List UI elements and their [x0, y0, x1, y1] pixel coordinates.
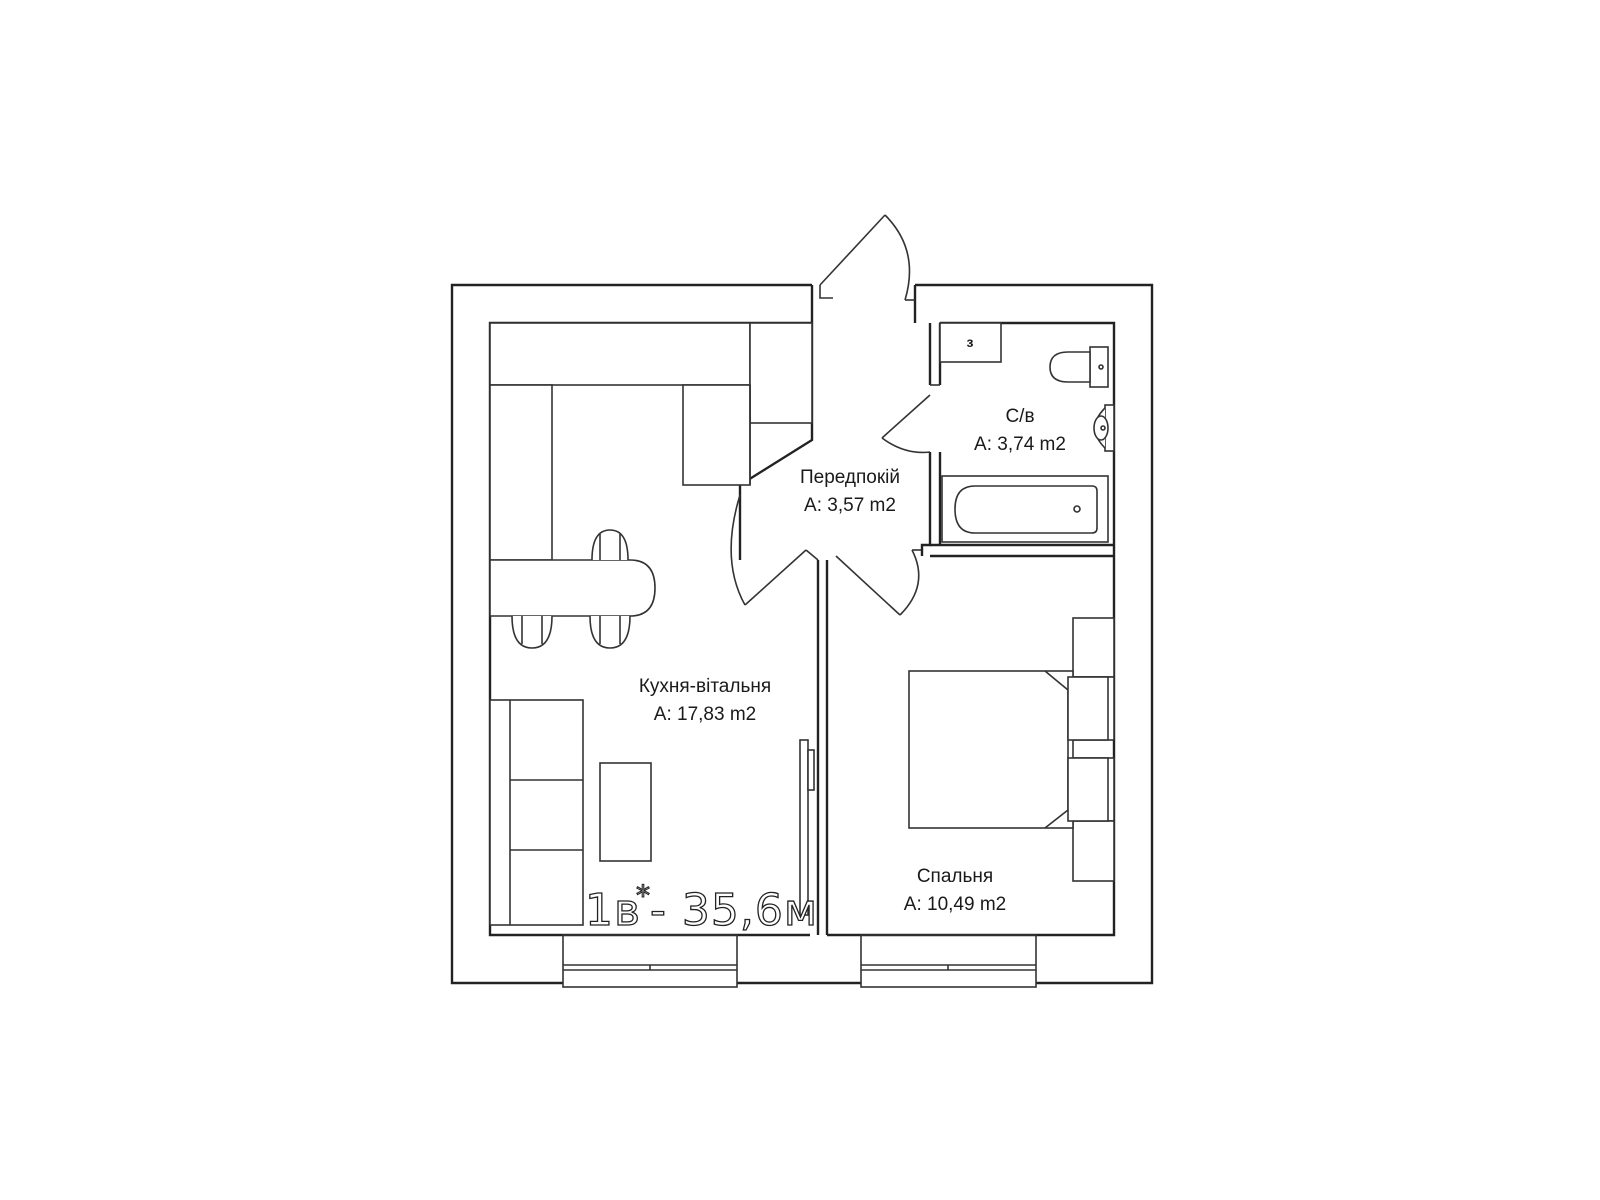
- tv-icon: [799, 739, 815, 916]
- sink-icon: [1093, 404, 1115, 452]
- utility-box: [939, 322, 1002, 363]
- wardrobe-bottom: [1072, 820, 1115, 882]
- window-bedroom: [860, 934, 1037, 988]
- apartment-type-suffix: - 35,6м: [650, 885, 818, 936]
- bedroom-name: Спальня: [917, 866, 993, 887]
- kitchen-island: [489, 559, 656, 617]
- apartment-type-prefix: 1в: [585, 885, 641, 936]
- bathroom-area: A: 3,74 m2: [974, 434, 1066, 455]
- chair-icon: [589, 615, 631, 649]
- hallway-walls: [730, 323, 1114, 935]
- bedroom-furniture: [908, 617, 1115, 882]
- bed-icon: [908, 670, 1109, 829]
- hallway-area: A: 3,57 m2: [804, 495, 896, 516]
- hallway-name: Передпокій: [800, 467, 900, 488]
- fridge: [682, 384, 751, 486]
- sofa-icon: [489, 699, 584, 926]
- kitchen-living-name: Кухня-вітальня: [639, 676, 771, 697]
- kitchen-furniture: [489, 322, 815, 926]
- apartment-type-label: 1в * - 35,6м: [584, 878, 818, 936]
- bedroom-area: A: 10,49 m2: [904, 894, 1006, 915]
- bathtub-icon: [941, 475, 1109, 543]
- kitchen-living-area: A: 17,83 m2: [654, 704, 756, 725]
- chair-icon: [591, 529, 629, 561]
- wardrobe-top: [1072, 617, 1115, 678]
- bathroom-name: С/в: [1005, 406, 1034, 427]
- apartment-type-mark: *: [636, 879, 650, 912]
- coffee-table: [599, 762, 652, 862]
- chair-icon: [511, 615, 553, 649]
- kitchen-cabinet: [749, 322, 813, 424]
- window-kitchen: [562, 934, 738, 988]
- entrance-door: [819, 214, 915, 301]
- toilet-icon: [1049, 346, 1109, 388]
- kitchen-counter-top: [489, 322, 751, 386]
- bathroom-fixtures: [939, 322, 1115, 543]
- utility-marker: з: [967, 334, 974, 350]
- kitchen-counter-left: [489, 384, 553, 561]
